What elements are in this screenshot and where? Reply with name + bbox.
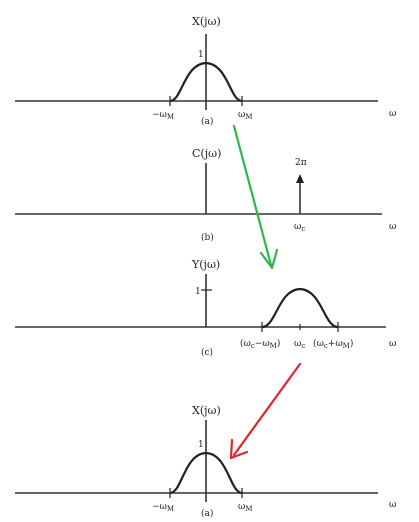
- panel-c-ylabel: Y(jω): [191, 258, 220, 271]
- panel-a-bottom-ylabel: X(jω): [192, 404, 221, 417]
- panel-b-impulse-arrowhead: [296, 174, 304, 183]
- panel-b-ylabel: C(jω): [192, 147, 221, 160]
- panel-c-center-label: ωc: [294, 339, 305, 350]
- panel-a-top-caption: (a): [201, 116, 213, 127]
- panel-b-impulse-pos-label: ωc: [294, 222, 305, 233]
- panel-a-top-axis-label: ω: [389, 109, 396, 119]
- panel-a-bottom-left-label: −ωM: [152, 502, 174, 513]
- panel-b-axis-label: ω: [389, 222, 396, 232]
- panel-a-bottom-peak-label: 1: [198, 440, 204, 450]
- red-arrow-shaft: [232, 362, 302, 457]
- panel-a-top-right-label: ωM: [238, 110, 253, 121]
- panel-c-left-label: (ωc−ωM): [240, 338, 280, 350]
- panel-c-shifted-spectrum-curve: [261, 287, 339, 329]
- panel-a-top: X(jω) 1 −ωM ωM ω (a): [15, 15, 396, 127]
- panel-c-right-label: (ωc+ωM): [313, 338, 353, 350]
- panel-c: Y(jω) 1 (ωc−ωM) ωc (ωc+ωM) ω (c): [15, 258, 396, 358]
- panel-a-top-ylabel: X(jω): [192, 15, 221, 28]
- red-arrow-head: [229, 438, 249, 460]
- panel-b: C(jω) 2π ωc ω (b): [15, 147, 396, 243]
- panel-a-bottom: X(jω) 1 −ωM ωM ω (a): [15, 404, 396, 519]
- panel-c-caption: (c): [201, 347, 213, 358]
- green-arrow-head: [259, 248, 279, 270]
- panel-a-bottom-right-label: ωM: [238, 502, 253, 513]
- panel-a-top-spectrum-curve: [169, 61, 243, 103]
- panel-a-bottom-caption: (a): [201, 508, 213, 519]
- panel-a-bottom-spectrum-curve: [169, 451, 243, 495]
- panel-a-bottom-axis-label: ω: [389, 500, 396, 510]
- panel-a-top-peak-label: 1: [198, 50, 204, 60]
- red-annotation-arrow: [229, 362, 302, 460]
- panel-c-unit-label: 1: [195, 287, 201, 297]
- panel-b-caption: (b): [201, 232, 214, 243]
- green-annotation-arrow: [232, 124, 279, 270]
- panel-a-top-left-label: −ωM: [152, 110, 174, 121]
- panel-c-axis-label: ω: [389, 339, 396, 349]
- panel-b-impulse-label: 2π: [295, 158, 307, 168]
- green-arrow-shaft: [232, 124, 273, 267]
